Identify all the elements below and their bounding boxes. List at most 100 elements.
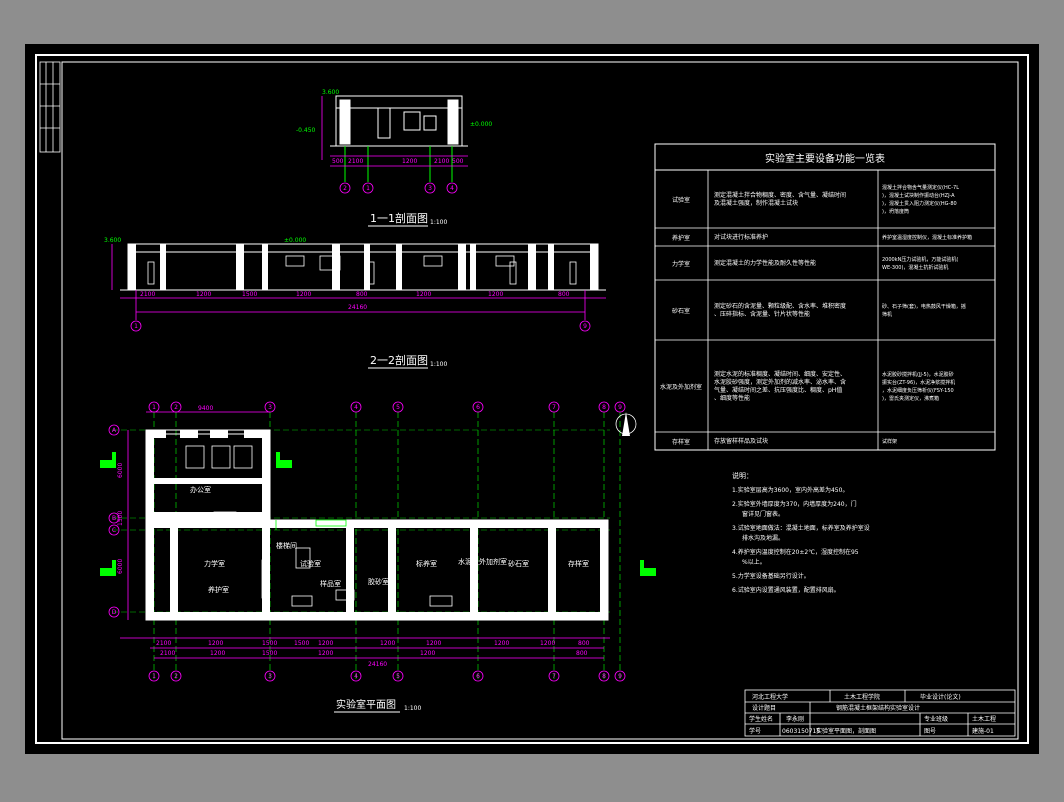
note-item: 6.试验室内设置通风装置，配置排风扇。 [732,586,840,594]
room-label: 胶砂室 [368,577,389,586]
table-cell-room: 力学室 [672,260,690,268]
svg-text:C: C [112,527,116,534]
svg-text:1: 1 [152,404,156,411]
wall-block [440,520,454,528]
svg-text:1: 1 [134,323,138,330]
svg-text:B: B [112,515,116,522]
room-label: 养护室 [208,585,229,594]
table-cell-equipment: 水泥胶砂搅拌机(JJ-5)，水泥胶砂振实台(ZT-96)，水泥净浆搅拌机，水泥细… [882,371,955,402]
plan-axis-top-8: 8 [598,401,610,413]
section-2-2-columns [128,244,598,290]
wall-block [600,520,608,620]
svg-text:5: 5 [396,404,400,411]
table-cell-function: 测定砂石的含泥量、颗粒级配、含水率、堆积密度、压碎指标、含泥量、针片状等性能 [714,302,846,318]
plan-axis-bottom-9: 9 [614,670,626,682]
room-label: 标养室 [416,559,437,568]
svg-text:3: 3 [428,185,432,192]
sec2-wall-0 [160,244,166,290]
section-1-1-dim-lines [321,96,468,167]
bottom-dim-a-0: 2100 [156,640,171,647]
table-row: 养护室对试块进行标准养护养护室温湿度控制仪，混凝土标准养护箱 [655,228,995,247]
section-1-1-elevations: 3.600 ±0.000 -0.450 [296,89,492,134]
tb-drawing-name: 实验室平面图，剖面图 [816,727,876,735]
plan-axis-left-A: A [108,424,120,436]
bottom-dim-b-5: 800 [576,650,588,657]
plan-top-dim: 9400 [198,405,213,412]
bottom-dim-a-1: 1200 [208,640,223,647]
plan-scale: 1:100 [404,705,421,712]
svg-text:9: 9 [618,673,622,680]
sec1-dim-1: 1200 [402,158,417,165]
section-1-1-walls [330,95,468,147]
tb-course: 毕业设计(论文) [920,693,961,701]
svg-text:6: 6 [476,404,480,411]
section-2-2-scale: 1:100 [430,361,447,368]
plan-axis-bottom-7: 7 [548,670,560,682]
table-row: 砂石室测定砂石的含泥量、颗粒级配、含水率、堆积密度、压碎指标、含泥量、针片状等性… [655,280,995,341]
plan-total-dim: 24160 [368,661,387,668]
plan-axis-top-7: 7 [548,401,560,413]
plan-fixtures [185,445,453,607]
bottom-dim-a-7: 1200 [494,640,509,647]
wall-block [346,520,354,620]
table-cell-function: 测定水泥的标准稠度、凝结时间、细度、安定性、水泥胶砂强度，测定外加剂的减水率、泌… [714,370,846,402]
sec1-dim-3: 500 [452,158,464,165]
tb-code-label: 图号 [924,728,936,735]
wall-block [300,520,314,528]
sec2-column-5 [590,244,598,290]
notes-heading: 说明： [732,471,753,480]
sec2-dim-2: 1500 [242,291,257,298]
section-1-1-scale: 1:100 [430,219,447,226]
table-cell-equipment: 混凝土拌合物含气量测定仪(HC-7L)，混凝土试块制作振动台(HZJ-A)，混凝… [882,184,959,215]
tb-code: 建施-01 [972,727,994,735]
binding-strip [39,61,61,153]
bottom-dim-b-2: 1500 [262,650,277,657]
plan-axis-bottom-1: 1 [148,670,160,682]
equipment-table: 实验室主要设备功能一览表 试验室测定混凝土拌合物稠度、密度、含气量、凝结时间及混… [654,143,996,451]
wall-block [184,520,198,528]
table-cell-equipment: 试样架 [882,438,897,445]
title-block [744,689,1016,737]
table-title: 实验室主要设备功能一览表 [765,152,885,165]
section-marker-sw [100,560,116,576]
section-marker-ne [276,452,292,468]
wall-block [388,520,396,620]
wall-block [566,520,580,528]
plan-axis-top-5: 5 [392,401,404,413]
sec2-wall-2 [364,244,370,290]
sec1-dim-4: 500 [332,158,344,165]
svg-text:D: D [112,609,117,616]
plan-axis-left-D: D [108,606,120,618]
svg-text:2: 2 [174,404,178,411]
plan-axis-top-4: 4 [350,401,362,413]
note-item: 4.养护室内温度控制在20±2℃，湿度控制在95%以上。 [732,548,859,566]
svg-text:7: 7 [552,673,556,680]
sec2-dim-7: 800 [558,291,570,298]
plan-openings [275,519,347,530]
plan-axis-left-C: C [108,524,120,536]
section-1-1: 2100 1200 2100 500 500 3.600 ±0.000 -0.4… [296,89,492,227]
svg-text:4: 4 [354,673,358,680]
sec2-column-1 [236,244,244,290]
bottom-dim-a-2: 1500 [262,640,277,647]
svg-text:9: 9 [618,404,622,411]
svg-text:A: A [112,427,117,434]
section-2-2-title: 2一2剖面图 [370,353,428,367]
section-2-2-total: 24160 [348,304,367,311]
wall-block [146,478,270,484]
table-row: 试验室测定混凝土拌合物稠度、密度、含气量、凝结时间及混凝土强度，制作混凝土试块混… [655,170,995,229]
note-item: 1.实验室层高为3600，室内外高差为450。 [732,486,848,494]
svg-text:4: 4 [450,185,454,192]
bottom-dim-a-5: 1200 [380,640,395,647]
tb-name: 李永刚 [786,715,804,723]
note-item: 3.试验室地面做法：混凝土地面，标养室及养护室设排水沟及地漏。 [732,524,870,542]
note-item: 2.实验室外墙厚度为370，内墙厚度为240，门窗详见门窗表。 [732,500,857,518]
plan-axis-bottom-4: 4 [350,670,362,682]
wall-block [146,612,608,620]
svg-text:6: 6 [476,673,480,680]
sec2-wall-1 [262,244,268,290]
room-label: 楼梯间 [276,541,297,550]
